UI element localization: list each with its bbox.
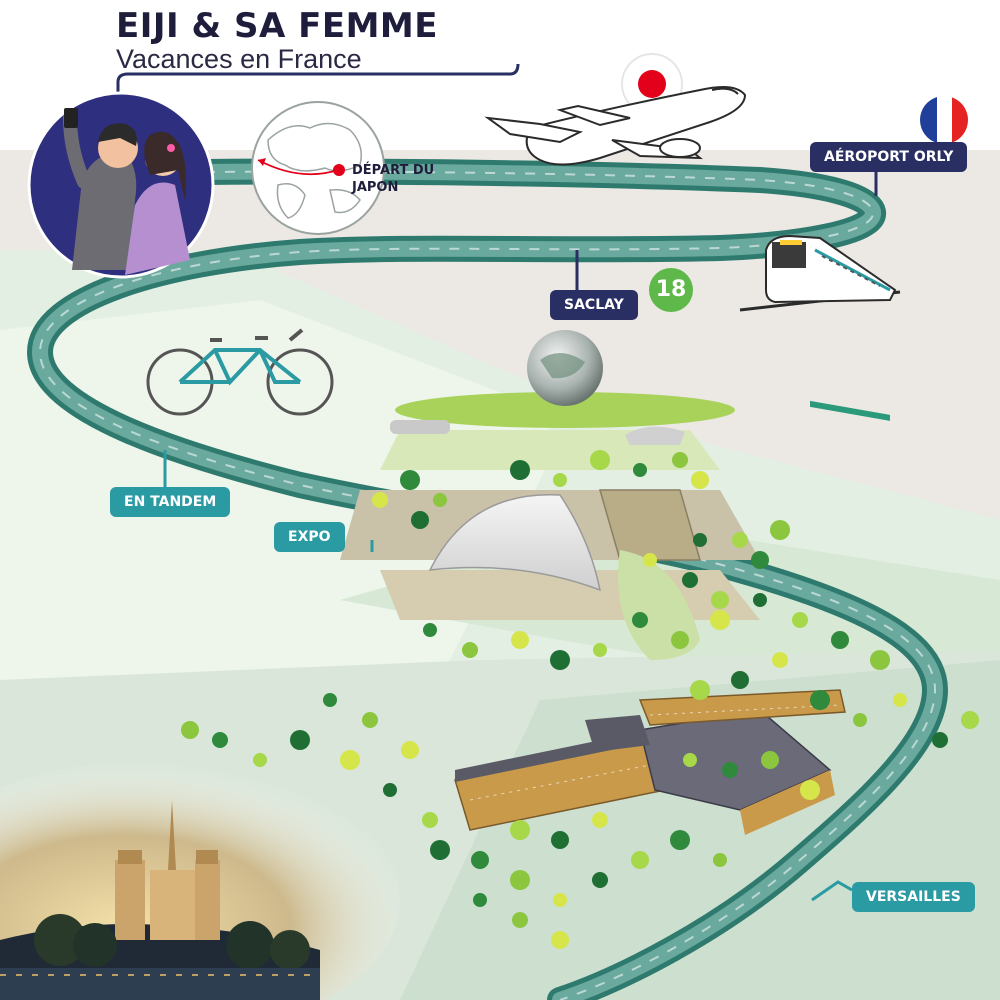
notre-dame-scene	[0, 760, 400, 1000]
tree	[713, 853, 727, 867]
tree	[512, 912, 528, 928]
tree	[751, 551, 769, 569]
tree	[632, 612, 648, 628]
tree	[853, 713, 867, 727]
tree	[961, 711, 979, 729]
tree	[800, 780, 820, 800]
tree	[831, 631, 849, 649]
tree	[753, 593, 767, 607]
trees	[181, 450, 979, 949]
tree	[722, 762, 738, 778]
tree	[731, 671, 749, 689]
tree	[383, 783, 397, 797]
tree	[471, 851, 489, 869]
stop-label-saclay[interactable]: SACLAY	[550, 290, 638, 320]
stop-label-versailles[interactable]: VERSAILLES	[852, 882, 975, 912]
tree	[510, 460, 530, 480]
tree	[810, 690, 830, 710]
tree	[433, 493, 447, 507]
tree	[473, 893, 487, 907]
tree	[430, 840, 450, 860]
tree	[290, 730, 310, 750]
tree	[340, 750, 360, 770]
tree	[643, 553, 657, 567]
tree	[323, 693, 337, 707]
page-subtitle: Vacances en France	[116, 44, 362, 74]
airplane-icon	[484, 85, 747, 166]
stop-label-expo[interactable]: EXPO	[274, 522, 345, 552]
tree	[761, 751, 779, 769]
tree	[631, 851, 649, 869]
tree	[462, 642, 478, 658]
tree	[401, 741, 419, 759]
tree	[372, 492, 388, 508]
tree	[510, 820, 530, 840]
depart-japon-label: DÉPART DU JAPON	[352, 163, 435, 195]
label-pointers	[163, 168, 878, 902]
tree	[792, 612, 808, 628]
tree	[422, 812, 438, 828]
tree	[770, 520, 790, 540]
tree	[212, 732, 228, 748]
tree	[693, 533, 707, 547]
couple-avatar	[27, 91, 215, 279]
tree	[553, 473, 567, 487]
tree	[683, 753, 697, 767]
tree	[511, 631, 529, 649]
tree	[590, 450, 610, 470]
tree	[670, 830, 690, 850]
title-block: EIJI & SA FEMME Vacances en France	[116, 6, 438, 75]
tree	[423, 623, 437, 637]
tree	[510, 870, 530, 890]
stop-label-orly[interactable]: AÉROPORT ORLY	[810, 142, 968, 172]
expo-site	[340, 330, 760, 660]
tree	[710, 610, 730, 630]
tree	[772, 652, 788, 668]
tree	[253, 753, 267, 767]
tree	[551, 931, 569, 949]
tree	[711, 591, 729, 609]
train-icon	[739, 234, 901, 421]
tree	[551, 831, 569, 849]
title-connector	[116, 63, 520, 96]
tree	[671, 631, 689, 649]
tree	[411, 511, 429, 529]
tree	[633, 463, 647, 477]
france-flag-icon	[920, 96, 968, 144]
stop-label-tandem[interactable]: EN TANDEM	[110, 487, 231, 517]
tree	[181, 721, 199, 739]
tree	[362, 712, 378, 728]
tree	[691, 471, 709, 489]
tree	[870, 650, 890, 670]
tree	[553, 893, 567, 907]
tree	[932, 732, 948, 748]
tree	[893, 693, 907, 707]
tree	[592, 812, 608, 828]
tree	[593, 643, 607, 657]
tree	[400, 470, 420, 490]
world-globe-icon	[251, 101, 385, 235]
page-title: EIJI & SA FEMME	[116, 6, 438, 46]
tree	[592, 872, 608, 888]
tree	[732, 532, 748, 548]
metro-line-badge: 18	[649, 268, 693, 312]
tree	[672, 452, 688, 468]
tree	[690, 680, 710, 700]
route-path	[26, 158, 949, 1000]
tree	[550, 650, 570, 670]
tandem-bicycle-icon	[146, 328, 334, 416]
tree	[682, 572, 698, 588]
versailles-palace	[454, 689, 846, 835]
